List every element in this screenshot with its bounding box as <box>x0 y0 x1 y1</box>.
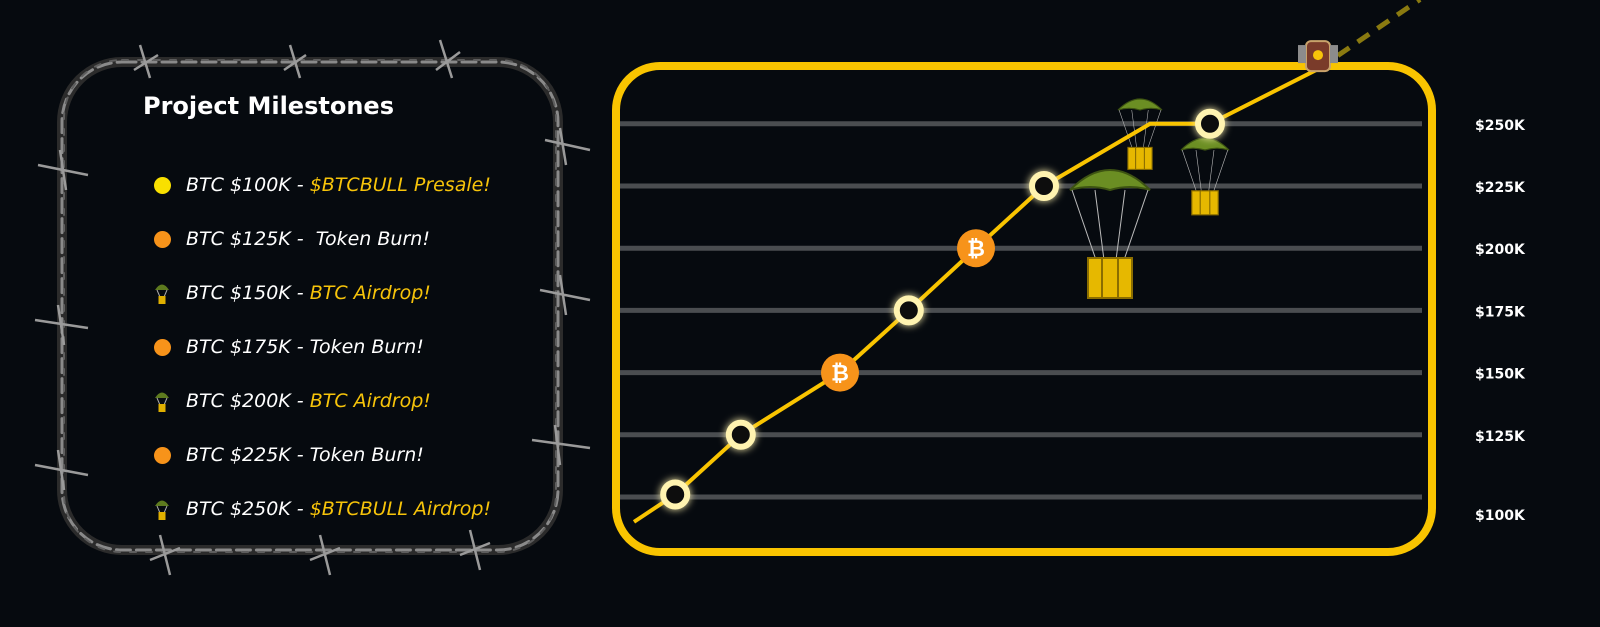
chart-border <box>612 62 1436 556</box>
milestone-price: BTC $200K - <box>186 390 310 412</box>
milestone-item: BTC $225K - Token Burn! <box>150 428 491 482</box>
milestone-item: BTC $200K - BTC Airdrop! <box>150 374 491 428</box>
robot-mascot-icon <box>1298 40 1338 73</box>
milestone-reward: Token Burn! <box>309 336 424 358</box>
milestones-title: Project Milestones <box>143 92 394 120</box>
y-tick-label: $150K <box>1475 367 1526 383</box>
barbed-wire-frame <box>34 39 591 576</box>
bitcoin-symbol: ₿ <box>967 237 985 262</box>
milestone-reward: Token Burn! <box>315 228 430 250</box>
parachute-icon <box>1180 137 1230 216</box>
parachute-icon <box>150 281 174 305</box>
milestone-price: BTC $250K - <box>186 498 310 520</box>
projection-line <box>1316 0 1422 72</box>
milestones-list: BTC $100K - $BTCBULL Presale!BTC $125K -… <box>150 158 491 536</box>
milestone-price: BTC $150K - <box>186 282 310 304</box>
parachute-icon <box>150 497 174 521</box>
milestone-price: BTC $225K - <box>186 444 310 466</box>
milestone-price: BTC $125K - <box>186 228 316 250</box>
orange-dot-icon <box>150 335 174 359</box>
milestone-price: BTC $175K - <box>186 336 310 358</box>
milestone-reward: $BTCBULL Presale! <box>309 174 491 196</box>
parachute-icon <box>150 389 174 413</box>
y-tick-label: $175K <box>1475 304 1526 320</box>
y-tick-label: $100K <box>1475 508 1526 524</box>
milestone-item: BTC $250K - $BTCBULL Airdrop! <box>150 482 491 536</box>
milestone-item: BTC $125K - Token Burn! <box>150 212 491 266</box>
price-line <box>632 67 1319 524</box>
y-tick-label: $250K <box>1475 118 1526 134</box>
barb-icons <box>34 39 591 576</box>
milestone-item: BTC $100K - $BTCBULL Presale! <box>150 158 491 212</box>
milestone-price: BTC $100K - <box>186 174 310 196</box>
milestone-point <box>893 295 924 326</box>
parachute-icon <box>1069 169 1151 299</box>
milestone-point <box>1029 171 1059 201</box>
milestone-reward: BTC Airdrop! <box>309 390 431 412</box>
milestone-point <box>725 419 756 450</box>
orange-dot-icon <box>150 443 174 467</box>
parachute-icon <box>1117 98 1163 170</box>
yellow-dot-icon <box>150 173 174 197</box>
orange-dot-icon <box>150 227 174 251</box>
milestone-point <box>1195 108 1225 139</box>
milestone-reward: BTC Airdrop! <box>309 282 431 304</box>
bitcoin-symbol: ₿ <box>831 362 849 387</box>
milestone-reward: Token Burn! <box>309 444 424 466</box>
bitcoin-icon <box>957 229 995 268</box>
milestone-reward: $BTCBULL Airdrop! <box>309 498 492 520</box>
milestone-point <box>660 479 691 510</box>
y-tick-label: $200K <box>1475 242 1526 258</box>
milestone-item: BTC $175K - Token Burn! <box>150 320 491 374</box>
y-tick-label: $125K <box>1475 429 1526 445</box>
bitcoin-icon <box>821 353 859 392</box>
milestone-item: BTC $150K - BTC Airdrop! <box>150 266 491 320</box>
y-tick-label: $225K <box>1475 180 1526 196</box>
